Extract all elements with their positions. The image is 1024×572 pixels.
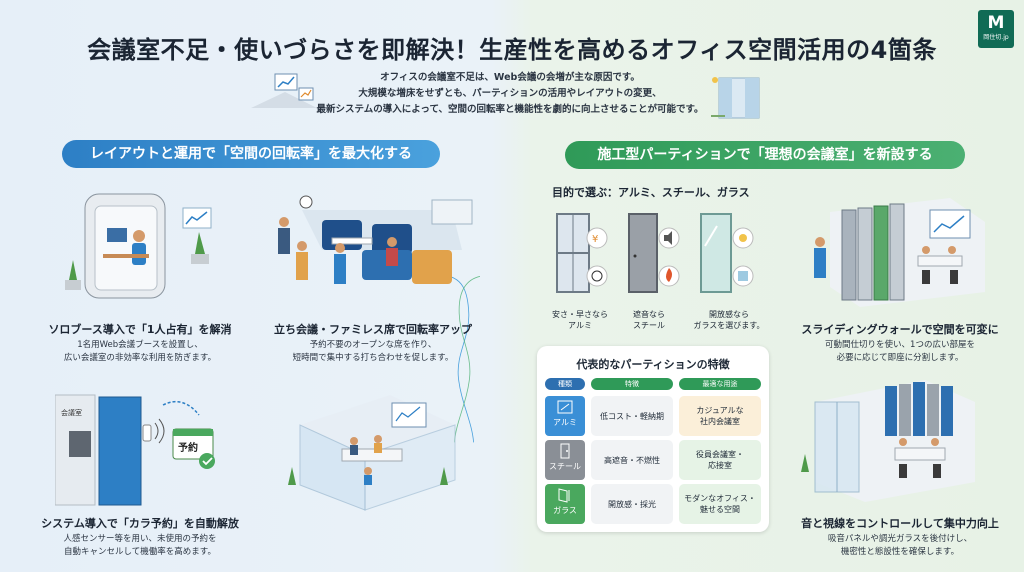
table-row-use: カジュアルな 社内会議室 bbox=[679, 396, 761, 436]
solo-booth-title: ソロブース導入で「1人占有」を解消 bbox=[48, 323, 232, 336]
page-title: 会議室不足・使いづらさを即解決！生産性を高めるオフィス空間活用の4箇条 bbox=[87, 36, 937, 64]
glass-icon bbox=[558, 488, 570, 503]
sound-control-desc-line: 機密性と態設性を確保します。 bbox=[840, 547, 960, 557]
table-row-type-glass: ガラス bbox=[545, 484, 585, 524]
solo-booth-desc-line: 1名用Web会議ブースを設置し、 bbox=[77, 340, 203, 350]
solo-booth-desc: 1名用Web会議ブースを設置し、 広い会議室の非効率な利用を防ぎます。 bbox=[20, 339, 260, 365]
reservation-system-illustration: 会議室 予約 bbox=[55, 394, 215, 506]
logo-mark: M bbox=[987, 13, 1005, 33]
family-seats-title: 立ち会議・ファミレス席で回転率アップ bbox=[274, 323, 472, 336]
purpose-title: 目的で選ぶ：アルミ、スチール、ガラス bbox=[552, 186, 750, 199]
sound-control-illustration bbox=[801, 380, 975, 502]
growth-chart-icon bbox=[251, 73, 317, 108]
sliding-wall-desc: 可動間仕切りを使い、1つの広い部屋を 必要に応じて即座に分割します。 bbox=[780, 339, 1020, 365]
reservation-system-title: システム導入で「カラ予約」を自動解放 bbox=[41, 517, 239, 530]
office-window-icon bbox=[711, 77, 760, 119]
table-row-type-label: ガラス bbox=[553, 506, 577, 515]
solo-booth-desc-line: 広い会議室の非効率な利用を防ぎます。 bbox=[63, 353, 217, 363]
steel-icon bbox=[560, 443, 570, 459]
reservation-system-desc-line: 自動キャンセルして機働率を高めます。 bbox=[64, 547, 216, 557]
family-seats-desc: 予約不要のオープンな席を作り、 短時間で集中する打ち合わせを促します。 bbox=[258, 339, 488, 365]
left-section-header: レイアウトと運用で「空間の回転率」を最大化する bbox=[62, 140, 440, 168]
table-header-feature: 特徴 bbox=[591, 378, 673, 390]
table-row-use-line: 役員会議室・ bbox=[696, 450, 744, 459]
glass-label-line: ガラスを選びます。 bbox=[693, 321, 765, 330]
table-row-use-line: 社内会議室 bbox=[700, 417, 740, 426]
sound-control-desc-line: 吸音パネルや調光ガラスを後付けし、 bbox=[827, 534, 973, 544]
sound-control-title: 音と視線をコントロールして集中力向上 bbox=[801, 517, 999, 530]
steel-label: 遮音なら スチール bbox=[614, 309, 684, 331]
table-row-use-line: 魅せる空間 bbox=[700, 505, 740, 514]
sound-control-desc: 吸音パネルや調光ガラスを後付けし、 機密性と態設性を確保します。 bbox=[780, 533, 1020, 559]
aluminum-panel-icon: ¥ bbox=[556, 213, 608, 293]
brand-logo[interactable]: M 岡住切.jp bbox=[978, 10, 1014, 48]
table-row-use: モダンなオフィス・ 魅せる空間 bbox=[679, 484, 761, 524]
table-row-type-aluminum: アルミ bbox=[545, 396, 585, 436]
intro-line: 最新システムの導入によって、空間の回転率と機能性を劇的に向上させることが可能です… bbox=[316, 104, 704, 115]
family-seats-desc-line: 予約不要のオープンな席を作り、 bbox=[309, 340, 437, 350]
intro-line: 大規模な増床をせずとも、パーティションの活用やレイアウトの変更、 bbox=[358, 88, 662, 99]
glass-panel-icon bbox=[700, 213, 754, 293]
sliding-wall-illustration bbox=[814, 198, 985, 307]
steel-label-line: スチール bbox=[633, 321, 665, 330]
aluminum-label: 安さ・早さなら アルミ bbox=[540, 309, 620, 331]
right-section-header: 施工型パーティションで「理想の会議室」を新設する bbox=[565, 141, 965, 169]
table-row-use-line: 応接室 bbox=[708, 461, 732, 470]
family-seats-desc-line: 短時間で集中する打ち合わせを促します。 bbox=[292, 353, 454, 363]
table-header-type: 種類 bbox=[545, 378, 585, 390]
intro-line: オフィスの会議室不足は、Web会議の会増が主な原因です。 bbox=[380, 72, 640, 83]
reservation-sign: 予約 bbox=[178, 441, 198, 454]
table-row-use: 役員会議室・ 応接室 bbox=[679, 440, 761, 480]
table-row-feature: 開放感・採光 bbox=[591, 484, 673, 524]
partition-table-title: 代表的なパーティションの特徴 bbox=[576, 358, 730, 371]
meeting-room-sign: 会議室 bbox=[61, 408, 82, 417]
table-row-type-steel: スチール bbox=[545, 440, 585, 480]
sliding-wall-title: スライディングウォールで空間を可変に bbox=[801, 323, 999, 336]
aluminum-icon bbox=[557, 400, 573, 414]
steel-panel-icon bbox=[628, 213, 680, 293]
partition-table: 代表的なパーティションの特徴 種類 特徴 最適な用途 アルミ 低コスト・軽納期 … bbox=[537, 346, 769, 532]
svg-text:¥: ¥ bbox=[592, 234, 598, 245]
solo-booth-illustration bbox=[65, 193, 212, 299]
reservation-system-desc-line: 人感センサー等を用い、未使用の予約を bbox=[63, 534, 217, 544]
intro-text: オフィスの会議室不足は、Web会議の会増が主な原因です。 大規模な増床をせずとも… bbox=[300, 70, 720, 118]
table-row-use-line: モダンなオフィス・ bbox=[684, 494, 756, 503]
sliding-wall-desc-line: 必要に応じて即座に分割します。 bbox=[836, 353, 964, 363]
sliding-wall-desc-line: 可動間仕切りを使い、1つの広い部屋を bbox=[825, 340, 975, 350]
logo-text: 岡住切.jp bbox=[983, 34, 1009, 41]
section-divider bbox=[440, 274, 480, 443]
aluminum-label-line: 安さ・早さなら bbox=[552, 310, 608, 319]
table-row-use-line: カジュアルな bbox=[696, 406, 744, 415]
glass-label: 開放感なら ガラスを選びます。 bbox=[684, 309, 774, 331]
table-header-use: 最適な用途 bbox=[679, 378, 761, 390]
glass-room-illustration bbox=[288, 395, 456, 511]
table-row-type-label: アルミ bbox=[553, 418, 577, 427]
family-seats-illustration bbox=[278, 195, 473, 284]
table-row-type-label: スチール bbox=[549, 462, 581, 471]
glass-label-line: 開放感なら bbox=[709, 310, 749, 319]
steel-label-line: 遮音なら bbox=[633, 310, 665, 319]
reservation-system-desc: 人感センサー等を用い、未使用の予約を 自動キャンセルして機働率を高めます。 bbox=[20, 533, 260, 559]
table-row-feature: 高遮音・不燃性 bbox=[591, 440, 673, 480]
aluminum-label-line: アルミ bbox=[568, 321, 592, 330]
table-row-feature: 低コスト・軽納期 bbox=[591, 396, 673, 436]
